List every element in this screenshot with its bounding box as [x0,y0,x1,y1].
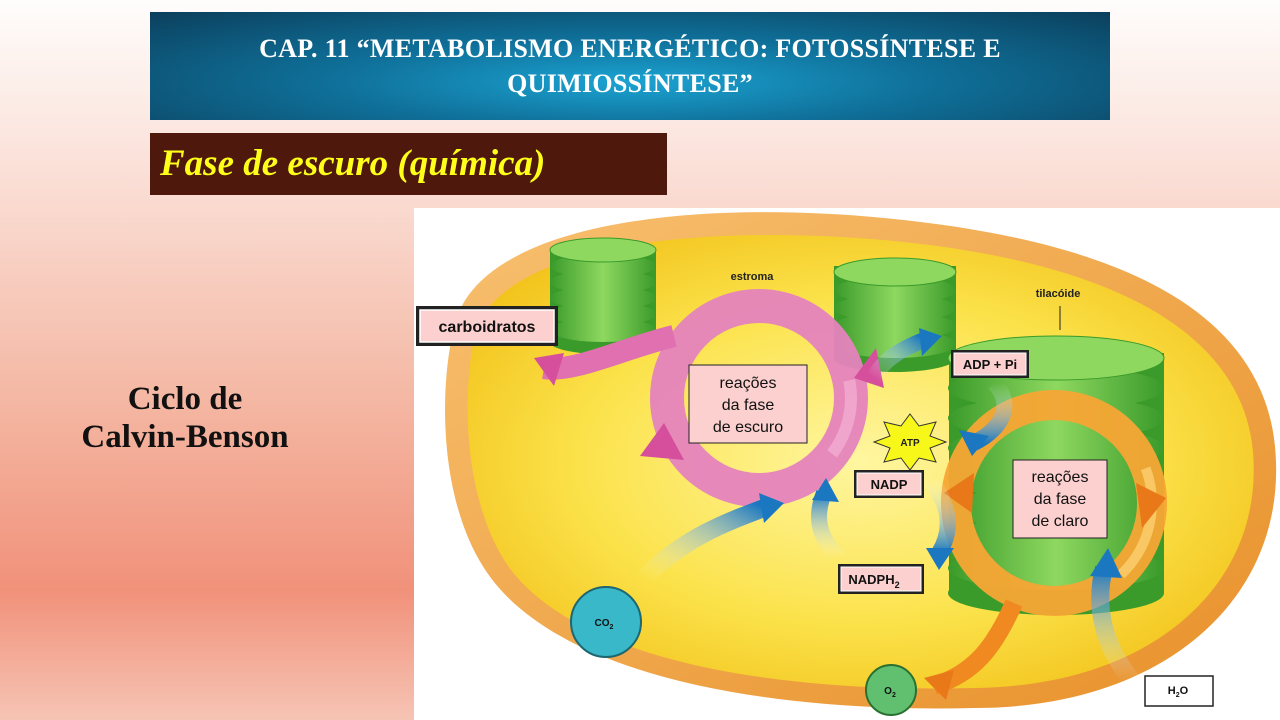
water-h: H [1168,685,1176,697]
o2-molecule: O2 [865,664,917,716]
o2-text: O2 [884,686,896,699]
nadp-box: NADP [854,470,924,498]
nadp-to-nadph-arrow [922,473,956,558]
dark-phase-line-2: da fase [722,397,775,414]
co2-text: CO2 [595,618,614,631]
atp-burst: ATP [872,413,948,471]
water-input-arrow [1091,565,1141,689]
carbohydrates-box: carboidratos [416,306,558,346]
cycle-name: Ciclo de Calvin-Benson [40,380,330,456]
nadp-arrowhead [812,478,839,502]
chloroplast-diagram: ATP estroma tilacóide carboidratos reaçõ… [414,208,1280,720]
atp-label: ATP [900,438,920,449]
nadp-label: NADP [871,477,908,492]
dark-phase-cycle [534,289,884,507]
light-cycle-arrowhead-right [1136,483,1166,528]
light-phase-line-2: da fase [1034,491,1087,508]
atp-to-adp-arrow [866,332,927,382]
o2-subscript: 2 [892,692,896,699]
carbohydrates-label: carboidratos [439,319,536,336]
dark-phase-line-1: reações [720,375,777,392]
nadph-label: NADPH [848,572,894,587]
co2-arrowhead [759,493,784,523]
light-phase-cycle [924,390,1167,700]
co2-subscript: 2 [610,624,614,631]
light-phase-line-1: reações [1032,469,1089,486]
dark-phase-box: reações da fase de escuro [688,364,808,444]
co2-label: CO [595,618,610,629]
o2-label: O [884,686,892,697]
nadph-arrowhead [926,548,954,570]
dark-cycle-arrowhead-left [640,423,684,460]
slide-subtitle: Fase de escuro (química) [150,133,667,195]
stroma-label: estroma [731,271,775,283]
atp-arrowhead [959,430,989,456]
energy-flow-arrows [637,328,1141,689]
adp-arrowhead [919,328,942,356]
light-phase-box: reações da fase de claro [1012,459,1108,539]
co2-molecule: CO2 [570,586,642,658]
thylakoid-label: tilacóide [1036,288,1081,300]
water-o: O [1180,685,1189,697]
water-arrowhead [1090,548,1122,578]
co2-input-arrow [637,499,768,585]
dark-phase-line-3: de escuro [713,419,783,436]
title-line-1: CAP. 11 “METABOLISMO ENERGÉTICO: FOTOSSÍ… [259,34,1001,63]
adp-label: ADP + Pi [963,357,1017,372]
cycle-name-line-1: Ciclo de [127,381,243,417]
slide-title: CAP. 11 “METABOLISMO ENERGÉTICO: FOTOSSÍ… [150,12,1110,120]
water-text: H2O [1168,685,1189,699]
water-box: H2O [1144,675,1214,707]
carbohydrate-arrowhead [534,353,564,386]
nadph-subscript: 2 [895,580,900,590]
granum-left [549,237,657,354]
cycle-name-line-2: Calvin-Benson [81,419,289,455]
nadph-text: NADPH2 [848,572,899,590]
adp-box: ADP + Pi [951,350,1029,378]
title-line-2: QUIMIOSSÍNTESE” [507,69,753,98]
oxygen-arrowhead [924,670,954,700]
nadph-box: NADPH2 [838,564,924,594]
light-phase-line-3: de claro [1032,513,1089,530]
water-subscript: 2 [1176,692,1180,699]
light-cycle-arrowhead-left [944,473,974,513]
